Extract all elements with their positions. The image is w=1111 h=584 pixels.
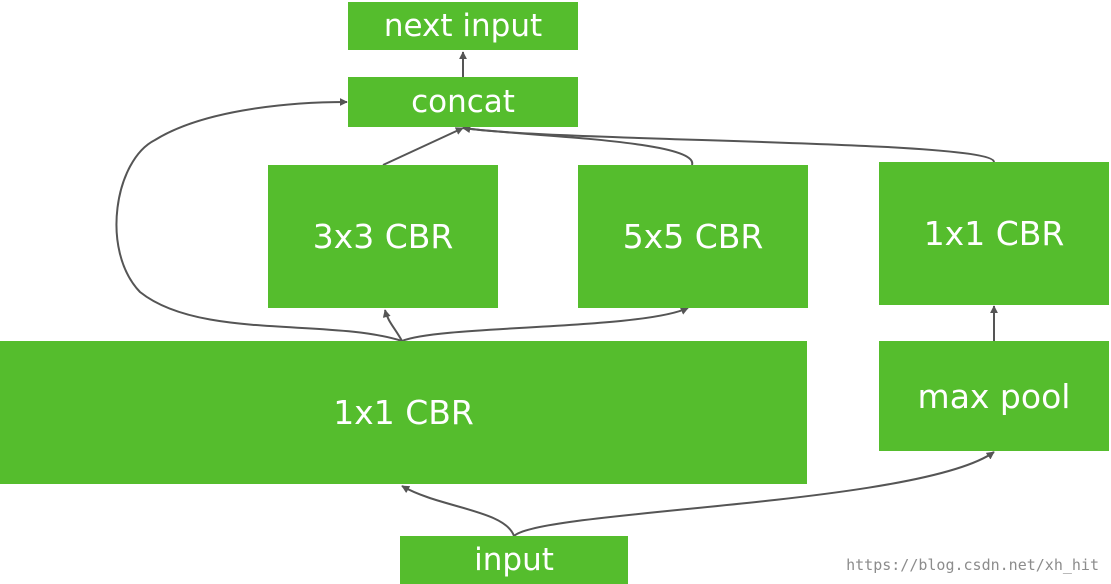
node-1x1-cbr-left-label: 1x1 CBR	[333, 393, 474, 432]
node-5x5-cbr: 5x5 CBR	[578, 165, 808, 308]
node-max-pool-label: max pool	[917, 376, 1071, 416]
node-next-input: next input	[348, 2, 578, 50]
node-1x1-cbr-right: 1x1 CBR	[879, 162, 1109, 305]
node-input: input	[400, 536, 628, 584]
edge-5x5-to-concat	[462, 125, 694, 166]
node-3x3-cbr: 3x3 CBR	[268, 165, 498, 308]
edge-1x1-left-to-5x5	[401, 307, 689, 342]
edge-input-to-1x1-left	[401, 485, 515, 537]
node-5x5-cbr-label: 5x5 CBR	[622, 217, 764, 256]
node-1x1-cbr-right-label: 1x1 CBR	[923, 214, 1065, 253]
edge-input-to-max-pool	[513, 451, 995, 537]
node-1x1-cbr-left: 1x1 CBR	[0, 341, 807, 484]
node-next-input-label: next input	[383, 8, 543, 44]
watermark-url: https://blog.csdn.net/xh_hit	[846, 556, 1099, 574]
edge-1x1-left-to-3x3	[382, 309, 403, 342]
node-concat-label: concat	[411, 84, 515, 120]
node-concat: concat	[348, 77, 578, 127]
node-max-pool: max pool	[879, 341, 1109, 451]
node-input-label: input	[474, 542, 554, 578]
edge-1x1-right-to-concat	[462, 125, 995, 163]
node-3x3-cbr-label: 3x3 CBR	[312, 217, 454, 256]
edge-1x1-left-to-concat	[115, 98, 403, 342]
edge-3x3-to-concat	[382, 127, 464, 166]
